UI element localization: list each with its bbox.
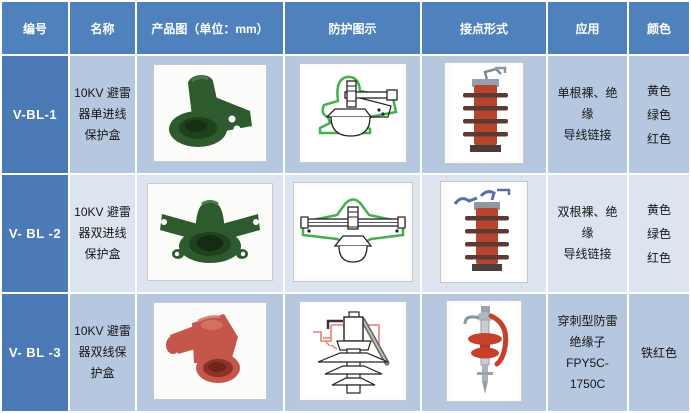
header-product-image: 产品图（单位：mm） bbox=[137, 2, 283, 54]
row-id: V-BL-1 bbox=[2, 56, 68, 173]
row-application: 单根裸、绝缘 导线链接 bbox=[557, 86, 618, 142]
double-inlet-arrester-green-outline-diagram bbox=[292, 182, 413, 282]
green-single-inlet-protection-box-photo bbox=[153, 64, 267, 162]
table-row: V- BL -3 10KV 避雷器双线保护盒 bbox=[2, 294, 689, 411]
row-application: 双根裸、绝缘 导线链接 bbox=[557, 205, 618, 261]
row-id: V- BL -3 bbox=[2, 294, 68, 411]
row-color: 黄色 绿色 红色 bbox=[646, 83, 671, 146]
row-application: 穿刺型防雷绝缘子 FPY5C-1750C bbox=[557, 313, 618, 391]
row-name: 10KV 避雷器双进线保护盒 bbox=[74, 205, 131, 261]
header-application: 应用 bbox=[548, 2, 627, 54]
table-row: V-BL-1 10KV 避雷器单进线保护盒 bbox=[2, 56, 689, 173]
row-name: 10KV 避雷器单进线保护盒 bbox=[74, 86, 131, 142]
row-color: 黄色 绿色 红色 bbox=[646, 202, 671, 265]
single-inlet-arrester-green-outline-diagram bbox=[298, 63, 407, 163]
row-name: 10KV 避雷器双线保护盒 bbox=[74, 324, 131, 380]
piercing-lightning-insulator-photo bbox=[446, 300, 522, 402]
header-color: 颜色 bbox=[629, 2, 689, 54]
row-id: V- BL -2 bbox=[2, 175, 68, 292]
table-header-row: 编号 名称 产品图（单位：mm） 防护图示 接点形式 应用 颜色 bbox=[2, 2, 689, 54]
header-protection-diagram: 防护图示 bbox=[285, 2, 420, 54]
iron-red-double-line-protection-box-photo bbox=[153, 302, 267, 400]
row-color: 铁红色 bbox=[640, 345, 677, 360]
polymer-arrester-with-hook-photo bbox=[444, 62, 524, 164]
header-contact-form: 接点形式 bbox=[422, 2, 546, 54]
green-double-inlet-protection-box-photo bbox=[147, 183, 273, 281]
table-row: V- BL -2 10KV 避雷器双进线保护盒 bbox=[2, 175, 689, 292]
header-id: 编号 bbox=[2, 2, 68, 54]
pin-insulator-red-outline-diagram bbox=[298, 301, 407, 401]
header-name: 名称 bbox=[70, 2, 135, 54]
polymer-arrester-with-clamps-photo bbox=[440, 181, 528, 283]
